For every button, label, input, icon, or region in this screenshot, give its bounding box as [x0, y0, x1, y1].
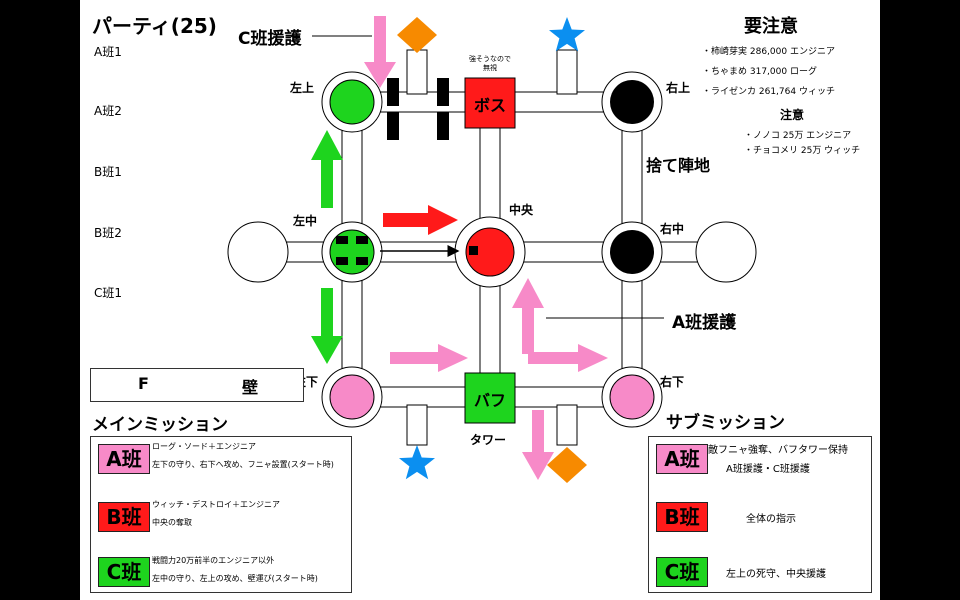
diamond-icon — [547, 447, 587, 483]
warnings-title: 要注意 — [744, 16, 798, 37]
main-team-badge-b: B班 — [98, 502, 150, 532]
road-star-top — [556, 49, 578, 95]
c-support-label: C班援護 — [238, 29, 302, 49]
star-icon — [549, 17, 585, 52]
legend-f-label: F — [138, 374, 149, 393]
slide: パーティ(25) A班1 A班2 B班1 B班2 C班1 左上 右上 左中 中央… — [80, 0, 880, 600]
spawn-right — [695, 221, 757, 283]
road-diamond-top — [406, 49, 428, 95]
node-bottom-left — [321, 366, 383, 428]
node-label-center: 中央 — [509, 203, 534, 217]
node-mid-right — [601, 221, 663, 283]
sub-team-badge-b: B班 — [656, 502, 708, 532]
party-member: B班2 — [94, 226, 122, 240]
main-team-task: 左中の守り、左上の攻め、壁運び(スタート時) — [152, 574, 318, 583]
node-label-top-right: 右上 — [666, 81, 691, 95]
sub-team-badge-c: C班 — [656, 557, 708, 587]
road-diamond-bottom — [556, 404, 578, 446]
cautions-title: 注意 — [780, 108, 805, 122]
node-top-left — [321, 71, 383, 133]
sub-team-badge-a: A班 — [656, 444, 708, 474]
wall — [387, 78, 399, 106]
node-center — [454, 216, 526, 288]
wall — [437, 112, 449, 140]
a-support-label: A班援護 — [672, 313, 737, 333]
arrow-pink-right-left — [390, 344, 468, 372]
sub-team-task: 敵フニャ強奪、バフタワー保持 — [708, 445, 848, 456]
arrow-pink-down — [522, 410, 554, 480]
main-team-role: ローグ・ソード＋エンジニア — [152, 442, 256, 451]
buff-box — [464, 372, 516, 424]
boss-box — [464, 77, 516, 129]
arrow-green-down — [311, 288, 343, 364]
tower-label: タワー — [470, 433, 507, 447]
abandon-label: 捨て陣地 — [646, 156, 711, 175]
node-label-top-left: 左上 — [290, 81, 315, 95]
main-mission-title: メインミッション — [92, 415, 228, 435]
node-mid-left — [321, 221, 383, 283]
wall — [387, 112, 399, 140]
warning-item: ・柿崎芽実 286,000 エンジニア — [702, 47, 835, 57]
walls — [387, 78, 449, 140]
buff-label: バフ — [473, 391, 506, 410]
node-label-bottom-right: 右下 — [660, 375, 685, 389]
sub-team-task: 左上の死守、中央援護 — [726, 569, 826, 580]
node-label-mid-left: 左中 — [293, 214, 318, 228]
caution-item: ・ノノコ 25万 エンジニア — [744, 131, 852, 141]
party-member: B班1 — [94, 165, 122, 179]
legend-wall-label: 壁 — [242, 378, 259, 397]
party-title: パーティ(25) — [92, 14, 217, 38]
sub-mission-title: サブミッション — [666, 413, 785, 433]
warning-item: ・ちゃまめ 317,000 ローグ — [702, 67, 817, 77]
road-star-bottom — [406, 404, 428, 446]
main-team-badge-a: A班 — [98, 444, 150, 474]
main-team-task: 中央の奪取 — [152, 518, 192, 527]
main-team-task: 左下の守り、右下へ攻め、フニャ設置(スタート時) — [152, 460, 334, 469]
arrow-c-support — [364, 16, 396, 88]
party-member: A班2 — [94, 104, 122, 118]
arrow-pink-right-right — [528, 344, 608, 372]
star-icon — [399, 445, 435, 480]
arrow-pink-up — [512, 278, 544, 354]
boss-note: 強そうなので 無視 — [465, 55, 515, 73]
sub-team-task: 全体の指示 — [746, 514, 796, 525]
arrow-green-up — [311, 130, 343, 208]
main-team-role: 戦闘力20万前半のエンジニア以外 — [152, 556, 275, 565]
node-label-mid-right: 右中 — [660, 222, 685, 236]
sub-team-task: A班援護・C班援護 — [726, 464, 810, 475]
node-top-right — [601, 71, 663, 133]
boss-note-line: 強そうなので — [469, 55, 511, 63]
node-bottom-right — [601, 366, 663, 428]
caution-item: ・チョコメリ 25万 ウィッチ — [744, 146, 861, 156]
warning-item: ・ライゼンカ 261,764 ウィッチ — [702, 87, 835, 97]
boss-label: ボス — [473, 96, 506, 115]
arrow-red-right — [383, 205, 458, 235]
wall — [437, 78, 449, 106]
main-team-role: ウィッチ・デストロイ＋エンジニア — [152, 500, 280, 509]
diamond-icon — [397, 17, 437, 53]
spawn-left — [227, 221, 289, 283]
boss-note-line: 無視 — [483, 64, 497, 72]
party-member: C班1 — [94, 286, 123, 300]
legend-box — [90, 368, 304, 402]
party-member: A班1 — [94, 45, 122, 59]
main-team-badge-c: C班 — [98, 557, 150, 587]
battle-map — [114, 16, 757, 483]
